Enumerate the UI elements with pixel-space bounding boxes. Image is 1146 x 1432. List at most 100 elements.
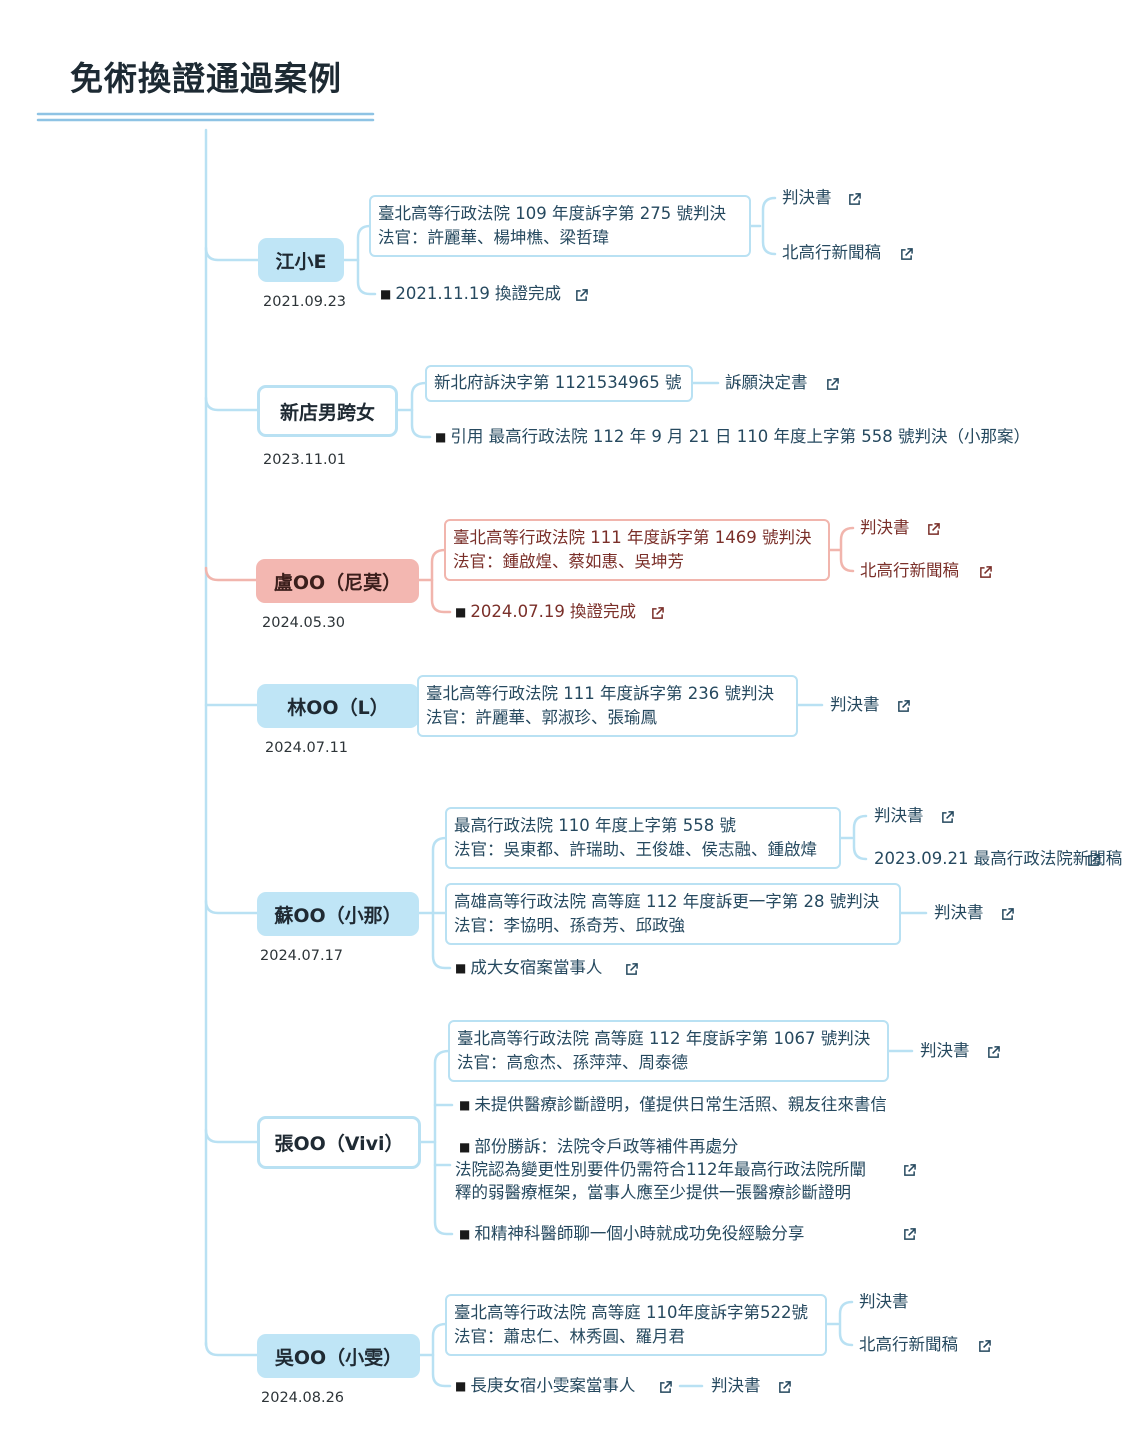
court-box: 臺北高等行政法院 111 年度訴字第 236 號判決 法官：許麗華、郭淑珍、張瑜… <box>417 675 798 737</box>
case-date: 2024.05.30 <box>262 615 346 631</box>
bullet-square-icon: ■ <box>455 961 467 975</box>
judgment-link[interactable]: 判決書 <box>874 804 924 828</box>
case-note: ■未提供醫療診斷證明，僅提供日常生活照、親友往來書信 <box>459 1093 887 1118</box>
link-label: 判決書 <box>711 1376 761 1395</box>
judgment-link[interactable]: 判決書 <box>782 186 832 210</box>
judgment-label: 判決書 <box>859 1290 909 1314</box>
case-date: 2024.07.11 <box>265 740 349 756</box>
bullet-square-icon: ■ <box>435 430 447 444</box>
external-link-icon[interactable] <box>651 607 664 620</box>
external-link-icon[interactable] <box>979 566 992 579</box>
note-text: 2021.11.19 換證完成 <box>395 284 562 303</box>
court-box: 臺北高等行政法院 高等庭 110年度訴字第522號 法官：蕭忠仁、林秀圓、羅月君 <box>445 1294 827 1356</box>
case-name-pill: 林OO（L） <box>257 684 419 728</box>
court-judges: 法官：蕭忠仁、林秀圓、羅月君 <box>454 1327 685 1346</box>
court-box: 臺北高等行政法院 高等庭 112 年度訴字第 1067 號判決 法官：高愈杰、孫… <box>448 1020 889 1082</box>
bullet-square-icon: ■ <box>455 1379 467 1393</box>
note-text: 未提供醫療診斷證明，僅提供日常生活照、親友往來書信 <box>474 1095 887 1114</box>
judgment-link[interactable]: 判決書 <box>934 901 984 925</box>
case-date: 2024.08.26 <box>261 1390 345 1406</box>
external-link-icon[interactable] <box>778 1381 791 1394</box>
note-text: 和精神科醫師聊一個小時就成功免役經驗分享 <box>474 1224 805 1243</box>
case-note[interactable]: ■2024.07.19 換證完成 <box>455 600 636 625</box>
external-link-icon[interactable] <box>575 289 588 302</box>
link-label: 判決書 <box>782 188 832 207</box>
external-link-icon[interactable] <box>903 1164 916 1177</box>
link-label: 判決書 <box>859 1292 909 1311</box>
judgment-link[interactable]: 判決書 <box>711 1374 761 1398</box>
court-box: 最高行政法院 110 年度上字第 558 號 法官：吳東都、許瑞助、王俊雄、侯志… <box>445 807 841 869</box>
link-label: 北高行新聞稿 <box>860 561 959 580</box>
court-judges: 法官：吳東都、許瑞助、王俊雄、侯志融、鍾啟煒 <box>454 840 817 859</box>
case-note[interactable]: ■2021.11.19 換證完成 <box>380 282 561 307</box>
note-text: 長庚女宿小雯案當事人 <box>470 1376 636 1395</box>
case-name-pill: 江小E <box>258 238 344 282</box>
link-label: 判決書 <box>830 695 880 714</box>
court-judges: 法官：許麗華、郭淑珍、張瑜鳳 <box>426 708 657 727</box>
case-note-title: ■部份勝訴：法院令戶政等補件再處分 <box>459 1135 738 1160</box>
case-date: 2024.07.17 <box>260 948 344 964</box>
court-judges: 法官：許麗華、楊坤樵、梁哲瑋 <box>378 228 609 247</box>
case-note[interactable]: ■和精神科醫師聊一個小時就成功免役經驗分享 <box>459 1222 804 1247</box>
case-note[interactable]: ■成大女宿案當事人 <box>455 956 602 981</box>
court-title: 高雄高等行政法院 高等庭 112 年度訴更一字第 28 號判決 <box>454 892 880 911</box>
external-link-icon[interactable] <box>826 378 839 391</box>
case-name-pill: 盧OO（尼莫） <box>256 559 419 603</box>
court-title: 臺北高等行政法院 111 年度訴字第 236 號判決 <box>426 684 774 703</box>
court-title: 最高行政法院 110 年度上字第 558 號 <box>454 816 736 835</box>
link-label: 判決書 <box>934 903 984 922</box>
court-title: 臺北高等行政法院 109 年度訴字第 275 號判決 <box>378 204 726 223</box>
court-title: 新北府訴決字第 1121534965 號 <box>434 373 682 392</box>
case-note[interactable]: ■長庚女宿小雯案當事人 <box>455 1374 635 1399</box>
external-link-icon[interactable] <box>1087 854 1100 867</box>
court-box: 臺北高等行政法院 109 年度訴字第 275 號判決 法官：許麗華、楊坤樵、梁哲… <box>369 195 751 257</box>
court-box: 高雄高等行政法院 高等庭 112 年度訴更一字第 28 號判決 法官：李協明、孫… <box>445 883 901 945</box>
external-link-icon[interactable] <box>978 1340 991 1353</box>
news-link[interactable]: 2023.09.21 最高行政法院新聞稿 <box>874 847 1122 871</box>
note-text: 引用 最高行政法院 112 年 9 月 21 日 110 年度上字第 558 號… <box>450 427 1031 446</box>
court-judges: 法官：高愈杰、孫萍萍、周泰德 <box>457 1053 688 1072</box>
case-name-pill: 張OO（Vivi） <box>257 1116 421 1169</box>
link-label: 訴願決定書 <box>725 373 808 392</box>
news-link[interactable]: 北高行新聞稿 <box>860 559 959 583</box>
link-label: 北高行新聞稿 <box>859 1335 958 1354</box>
case-date: 2023.11.01 <box>263 452 347 468</box>
external-link-icon[interactable] <box>903 1228 916 1241</box>
bullet-square-icon: ■ <box>459 1098 471 1112</box>
external-link-icon[interactable] <box>897 700 910 713</box>
court-judges: 法官：鍾啟煌、蔡如惠、吳坤芳 <box>453 552 684 571</box>
petition-link[interactable]: 訴願決定書 <box>725 371 808 395</box>
case-note-line[interactable]: 法院認為變更性別要件仍需符合112年最高行政法院所闡 <box>455 1160 866 1179</box>
link-label: 判決書 <box>860 518 910 537</box>
case-date: 2021.09.23 <box>263 294 347 310</box>
external-link-icon[interactable] <box>1001 908 1014 921</box>
judgment-link[interactable]: 判決書 <box>860 516 910 540</box>
case-note-line: 釋的弱醫療框架，當事人應至少提供一張醫療診斷證明 <box>455 1183 851 1202</box>
external-link-icon[interactable] <box>941 811 954 824</box>
external-link-icon[interactable] <box>927 523 940 536</box>
judgment-link[interactable]: 判決書 <box>920 1039 970 1063</box>
court-title: 臺北高等行政法院 高等庭 110年度訴字第522號 <box>454 1303 808 1322</box>
news-link[interactable]: 北高行新聞稿 <box>859 1333 958 1357</box>
external-link-icon[interactable] <box>987 1046 1000 1059</box>
external-link-icon[interactable] <box>900 248 913 261</box>
link-label: 判決書 <box>920 1041 970 1060</box>
case-name-pill: 新店男跨女 <box>257 385 398 437</box>
link-label: 2023.09.21 最高行政法院新聞稿 <box>874 849 1123 868</box>
court-title: 臺北高等行政法院 111 年度訴字第 1469 號判決 <box>453 528 812 547</box>
external-link-icon[interactable] <box>848 193 861 206</box>
news-link[interactable]: 北高行新聞稿 <box>782 241 881 265</box>
court-box: 臺北高等行政法院 111 年度訴字第 1469 號判決 法官：鍾啟煌、蔡如惠、吳… <box>444 519 830 581</box>
case-name-pill: 吳OO（小雯） <box>257 1334 420 1378</box>
external-link-icon[interactable] <box>659 1381 672 1394</box>
bullet-square-icon: ■ <box>459 1140 471 1154</box>
bullet-square-icon: ■ <box>459 1227 471 1241</box>
case-note: ■引用 最高行政法院 112 年 9 月 21 日 110 年度上字第 558 … <box>435 425 1030 450</box>
case-name-pill: 蘇OO（小那） <box>257 892 419 936</box>
note-text: 成大女宿案當事人 <box>470 958 603 977</box>
link-label: 北高行新聞稿 <box>782 243 881 262</box>
external-link-icon[interactable] <box>625 963 638 976</box>
page-title: 免術換證通過案例 <box>70 59 342 98</box>
note-text: 部份勝訴：法院令戶政等補件再處分 <box>474 1137 739 1156</box>
judgment-link[interactable]: 判決書 <box>830 693 880 717</box>
